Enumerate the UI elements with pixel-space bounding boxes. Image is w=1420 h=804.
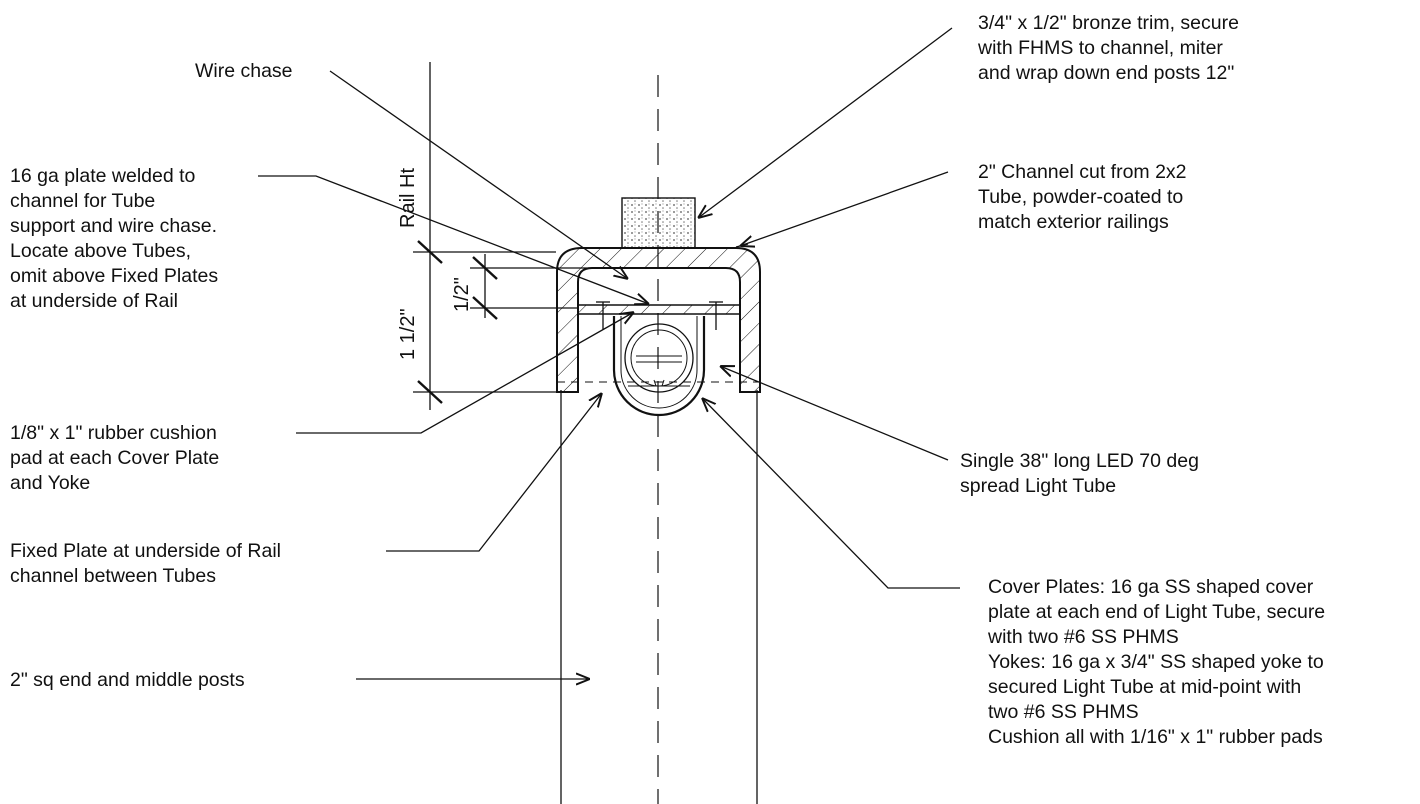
note-bronze-trim: 3/4" x 1/2" bronze trim, secure with FHM…	[977, 12, 1244, 84]
post	[560, 390, 758, 804]
note-cushion-line: pad at each Cover Plate	[10, 447, 219, 469]
note-cover-plates-line: two #6 SS PHMS	[988, 701, 1139, 723]
note-plate-line: at underside of Rail	[10, 290, 178, 312]
note-cover-plates-line: secured Light Tube at mid-point with	[988, 676, 1301, 698]
note-plate-line: omit above Fixed Plates	[10, 265, 218, 287]
note-cover-plates-line: plate at each end of Light Tube, secure	[988, 601, 1325, 623]
note-light-tube-line: spread Light Tube	[960, 475, 1116, 497]
half-inch-label: 1/2"	[451, 277, 473, 312]
note-plate-line: channel for Tube	[10, 190, 155, 212]
note-fixed-plate-line: Fixed Plate at underside of Rail	[10, 540, 281, 562]
wire-chase-plate	[577, 304, 741, 315]
note-cushion: 1/8" x 1" rubber cushion pad at each Cov…	[10, 422, 225, 494]
note-fixed-plate-line: channel between Tubes	[10, 565, 216, 587]
rail-ht-label: Rail Ht	[397, 168, 419, 228]
note-posts: 2" sq end and middle posts	[10, 669, 245, 691]
dimensions: Rail Ht 1/2" 1 1/2"	[397, 62, 634, 410]
note-channel-line: match exterior railings	[978, 211, 1169, 233]
note-cover-plates: Cover Plates: 16 ga SS shaped cover plat…	[987, 576, 1331, 748]
note-cover-plates-line: Yokes: 16 ga x 3/4" SS shaped yoke to	[988, 651, 1324, 673]
note-light-tube: Single 38" long LED 70 deg spread Light …	[960, 450, 1204, 497]
note-cushion-line: 1/8" x 1" rubber cushion	[10, 422, 217, 444]
note-plate: 16 ga plate welded to channel for Tube s…	[10, 165, 224, 312]
screws	[596, 301, 723, 330]
note-plate-line: 16 ga plate welded to	[10, 165, 196, 187]
note-cover-plates-line: Cover Plates: 16 ga SS shaped cover	[988, 576, 1314, 598]
leader-lines	[258, 27, 960, 679]
note-channel-line: Tube, powder-coated to	[978, 186, 1183, 208]
note-wire-chase: Wire chase	[195, 60, 293, 82]
note-plate-line: Locate above Tubes,	[10, 240, 191, 262]
led-light-tube	[624, 323, 694, 393]
note-cover-plates-line: with two #6 SS PHMS	[987, 626, 1179, 648]
note-light-tube-line: Single 38" long LED 70 deg	[960, 450, 1199, 472]
yoke	[612, 316, 706, 417]
note-posts-line: 2" sq end and middle posts	[10, 669, 245, 691]
note-bronze-trim-line: 3/4" x 1/2" bronze trim, secure	[978, 12, 1239, 34]
note-bronze-trim-line: with FHMS to channel, miter	[977, 37, 1223, 59]
one-half-inch-label: 1 1/2"	[397, 308, 419, 360]
note-cushion-line: and Yoke	[10, 472, 90, 494]
channel	[556, 247, 761, 393]
note-channel-line: 2" Channel cut from 2x2	[978, 161, 1187, 183]
note-channel: 2" Channel cut from 2x2 Tube, powder-coa…	[978, 161, 1192, 233]
note-wire-chase-line: Wire chase	[195, 60, 293, 82]
note-bronze-trim-line: and wrap down end posts 12"	[978, 62, 1234, 84]
note-fixed-plate: Fixed Plate at underside of Rail channel…	[10, 540, 286, 587]
bronze-trim	[621, 197, 696, 249]
note-plate-line: support and wire chase.	[10, 215, 217, 237]
note-cover-plates-line: Cushion all with 1/16" x 1" rubber pads	[988, 726, 1323, 748]
